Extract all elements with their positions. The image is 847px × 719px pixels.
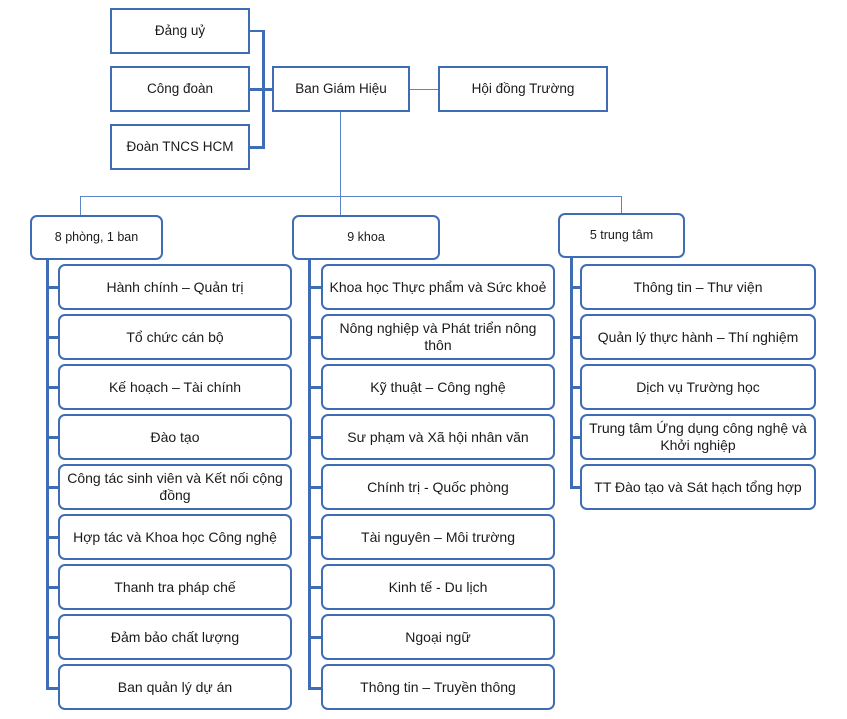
leaf-label: Hành chính – Quản trị <box>106 278 244 295</box>
leaf-label: Thanh tra pháp chế <box>114 578 236 595</box>
leaf-label: Tài nguyên – Môi trường <box>361 528 515 545</box>
stub-group-2-item-1 <box>570 336 582 339</box>
stub-group-1-item-4 <box>308 486 323 489</box>
leaf-dich-vu-truong-hoc[interactable]: Dịch vụ Trường học <box>580 364 816 410</box>
stub-group-1-item-6 <box>308 586 323 589</box>
stub-group-0-item-4 <box>46 486 60 489</box>
stub-group-0-item-3 <box>46 436 60 439</box>
leaf-khoa-hoc-thuc-pham-suc-khoe[interactable]: Khoa học Thực phẩm và Sức khoẻ <box>321 264 555 310</box>
box-cong-doan[interactable]: Công đoàn <box>110 66 250 112</box>
connector-bgh-drop <box>340 112 341 197</box>
leaf-hop-tac-khoa-hoc-cong-nghe[interactable]: Hợp tác và Khoa học Công nghệ <box>58 514 292 560</box>
leaf-cong-tac-sinh-vien[interactable]: Công tác sinh viên và Kết nối cộng đồng <box>58 464 292 510</box>
connector-drop-group-1 <box>340 196 341 216</box>
leaf-label: Khoa học Thực phẩm và Sức khoẻ <box>329 278 547 295</box>
group-header-label: 5 trung tâm <box>589 228 654 243</box>
group-header-8-phong-1-ban[interactable]: 8 phòng, 1 ban <box>30 215 163 260</box>
box-label: Ban Giám Hiệu <box>295 81 387 97</box>
leaf-trung-tam-ung-dung-cong-nghe-khoi-nghiep[interactable]: Trung tâm Ứng dụng công nghệ và Khởi ngh… <box>580 414 816 460</box>
box-label: Hội đồng Trường <box>471 81 575 97</box>
leaf-label: Chính trị - Quốc phòng <box>367 478 509 495</box>
leaf-kinh-te-du-lich[interactable]: Kinh tế - Du lịch <box>321 564 555 610</box>
leaf-label: Nông nghiệp và Phát triển nông thôn <box>339 320 537 353</box>
leaf-hanh-chinh-quan-tri[interactable]: Hành chính – Quản trị <box>58 264 292 310</box>
leaf-label: Thông tin – Truyền thông <box>360 678 516 695</box>
stub-group-0-item-2 <box>46 386 60 389</box>
leaf-label: Kỹ thuật – Công nghệ <box>370 378 506 395</box>
stub-group-1-item-3 <box>308 436 323 439</box>
leaf-ngoai-ngu[interactable]: Ngoại ngữ <box>321 614 555 660</box>
connector-drop-group-0 <box>80 196 81 216</box>
group-header-5-trung-tam[interactable]: 5 trung tâm <box>558 213 685 258</box>
box-label: Đảng uỷ <box>154 23 206 39</box>
leaf-label: Quản lý thực hành – Thí nghiệm <box>597 328 799 345</box>
stub-group-1-item-2 <box>308 386 323 389</box>
leaf-label: TT Đào tạo và Sát hạch tổng hợp <box>594 478 802 495</box>
rail-group-1 <box>308 258 311 690</box>
leaf-thong-tin-thu-vien[interactable]: Thông tin – Thư viện <box>580 264 816 310</box>
stub-group-1-item-5 <box>308 536 323 539</box>
connector-doan-tncs-stub <box>250 146 264 149</box>
leaf-label: Dịch vụ Trường học <box>636 378 760 395</box>
leaf-label: Ban quản lý dự án <box>117 678 233 695</box>
stub-group-0-item-1 <box>46 336 60 339</box>
leaf-tai-nguyen-moi-truong[interactable]: Tài nguyên – Môi trường <box>321 514 555 560</box>
leaf-label: Kinh tế - Du lịch <box>388 578 488 595</box>
stub-group-0-item-6 <box>46 586 60 589</box>
box-label: Công đoàn <box>146 81 214 97</box>
group-header-9-khoa[interactable]: 9 khoa <box>292 215 440 260</box>
box-doan-tncs-hcm[interactable]: Đoàn TNCS HCM <box>110 124 250 170</box>
stub-group-0-item-7 <box>46 636 60 639</box>
leaf-ky-thuat-cong-nghe[interactable]: Kỹ thuật – Công nghệ <box>321 364 555 410</box>
rail-group-2 <box>570 256 573 488</box>
leaf-label: Thông tin – Thư viện <box>633 278 763 295</box>
leaf-thanh-tra-phap-che[interactable]: Thanh tra pháp chế <box>58 564 292 610</box>
leaf-label: Đảm bảo chất lượng <box>110 628 240 645</box>
box-ban-giam-hieu[interactable]: Ban Giám Hiệu <box>272 66 410 112</box>
box-hoi-dong-truong[interactable]: Hội đồng Trường <box>438 66 608 112</box>
leaf-label: Đào tạo <box>150 428 200 445</box>
box-dang-uy[interactable]: Đảng uỷ <box>110 8 250 54</box>
group-header-label: 9 khoa <box>347 230 385 245</box>
leaf-su-pham-xa-hoi-nhan-van[interactable]: Sư phạm và Xã hội nhân văn <box>321 414 555 460</box>
stub-group-1-item-8 <box>308 687 323 690</box>
leaf-dam-bao-chat-luong[interactable]: Đảm bảo chất lượng <box>58 614 292 660</box>
stub-group-2-item-4 <box>570 486 582 489</box>
stub-group-0-item-5 <box>46 536 60 539</box>
leaf-ke-hoach-tai-chinh[interactable]: Kế hoạch – Tài chính <box>58 364 292 410</box>
leaf-label: Kế hoạch – Tài chính <box>108 378 242 395</box>
stub-group-1-item-7 <box>308 636 323 639</box>
leaf-nong-nghiep-phat-trien-nong-thon[interactable]: Nông nghiệp và Phát triển nông thôn <box>321 314 555 360</box>
stub-group-2-item-3 <box>570 436 582 439</box>
leaf-dao-tao[interactable]: Đào tạo <box>58 414 292 460</box>
connector-left-units-bus <box>262 30 265 149</box>
leaf-label: Sư phạm và Xã hội nhân văn <box>347 428 529 445</box>
connector-main-bus <box>80 196 622 197</box>
leaf-label: Hợp tác và Khoa học Công nghệ <box>73 528 277 545</box>
group-header-label: 8 phòng, 1 ban <box>54 230 139 245</box>
leaf-ban-quan-ly-du-an[interactable]: Ban quản lý dự án <box>58 664 292 710</box>
leaf-label: Công tác sinh viên và Kết nối cộng đồng <box>67 470 283 503</box>
stub-group-2-item-2 <box>570 386 582 389</box>
leaf-quan-ly-thuc-hanh-thi-nghiem[interactable]: Quản lý thực hành – Thí nghiệm <box>580 314 816 360</box>
leaf-to-chuc-can-bo[interactable]: Tổ chức cán bộ <box>58 314 292 360</box>
rail-group-0 <box>46 258 49 690</box>
leaf-label: Ngoại ngữ <box>405 628 471 645</box>
connector-drop-group-2 <box>621 196 622 214</box>
connector-dang-uy-stub <box>250 30 264 32</box>
leaf-chinh-tri-quoc-phong[interactable]: Chính trị - Quốc phòng <box>321 464 555 510</box>
box-label: Đoàn TNCS HCM <box>126 139 234 155</box>
leaf-tt-dao-tao-sat-hach-tong-hop[interactable]: TT Đào tạo và Sát hạch tổng hợp <box>580 464 816 510</box>
stub-group-0-item-8 <box>46 687 60 690</box>
stub-group-1-item-1 <box>308 336 323 339</box>
stub-group-2-item-0 <box>570 286 582 289</box>
stub-group-0-item-0 <box>46 286 60 289</box>
leaf-label: Tổ chức cán bộ <box>126 328 224 345</box>
leaf-thong-tin-truyen-thong[interactable]: Thông tin – Truyền thông <box>321 664 555 710</box>
stub-group-1-item-0 <box>308 286 323 289</box>
connector-bgh-to-hoi-dong <box>410 89 438 90</box>
leaf-label: Trung tâm Ứng dụng công nghệ và Khởi ngh… <box>589 420 807 453</box>
